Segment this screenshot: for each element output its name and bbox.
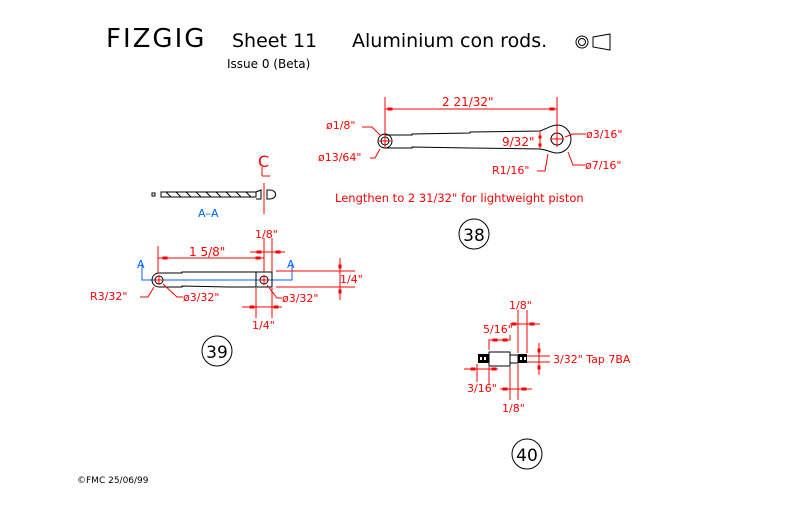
- issue-label: Issue 0 (Beta): [227, 57, 310, 71]
- section-marker-left: A: [137, 258, 145, 271]
- pin-body: [488, 351, 511, 367]
- left-thread: [478, 354, 489, 363]
- part-40-bottom-dim: 1/8": [502, 402, 525, 415]
- part-40-top-dim: 1/8": [509, 299, 532, 312]
- section-marker-right: A: [287, 258, 295, 271]
- part-39-block-length: 1/8": [255, 228, 278, 241]
- part-40-tap: 3/32" Tap 7BA: [553, 353, 631, 366]
- third-angle-projection-icon: [575, 33, 611, 51]
- small-end-boss: [377, 133, 393, 149]
- part-40-number: 40: [516, 446, 538, 466]
- part-38-big-end-hole: ø3/16": [586, 128, 623, 141]
- part-38-rod-width: 9/32": [502, 135, 534, 149]
- part-39-hole-left: ø3/32": [183, 291, 220, 304]
- section-rod: [160, 191, 257, 198]
- sheet-description: Aluminium con rods.: [352, 30, 547, 52]
- part-39-length: 1 5/8": [189, 245, 225, 259]
- part-40-pin: 1/8" 5/16" 3/32" Tap 7BA 3/16" 1/8" 40: [464, 299, 631, 470]
- part-39-end-radius: R3/32": [90, 290, 127, 303]
- part-38-balloon: 38: [458, 218, 490, 250]
- part-38-number: 38: [463, 226, 485, 246]
- part-38-con-rod: 2 21/32" 9/32" ø1/8" ø13/64" ø3/16" ø7/1…: [318, 95, 623, 250]
- part-39-number: 39: [206, 343, 228, 363]
- part-39-height: 1/4": [340, 273, 363, 286]
- part-39-hole-right: ø3/32": [282, 292, 319, 305]
- part-38-small-end-hole: ø1/8": [326, 119, 356, 132]
- part-39-plan-view: A A 1 5/8" 1/8" 1/4": [90, 228, 363, 367]
- sheet-number: Sheet 11: [232, 30, 317, 52]
- part-40-body-length: 5/16": [483, 323, 513, 336]
- part-39-balloon: 39: [201, 335, 233, 367]
- part-38-overall-length: 2 21/32": [442, 95, 494, 109]
- section-label: A–A: [198, 207, 219, 220]
- project-title: FIZGIG: [106, 24, 206, 54]
- rod-outline: [385, 124, 572, 154]
- plan-rod-outline: [151, 271, 257, 288]
- part-39-block-width: 1/4": [252, 319, 275, 332]
- part-40-balloon: 40: [511, 438, 543, 470]
- part-38-fillet-radius: R1/16": [492, 164, 529, 177]
- centre-line-symbol: C: [258, 152, 269, 171]
- part-38-big-end-boss: ø7/16": [585, 159, 622, 172]
- part-38-note: Lengthen to 2 31/32" for lightweight pis…: [335, 191, 584, 205]
- part-40-left-thread: 3/16": [467, 382, 497, 395]
- copyright-notice: ©FMC 25/06/99: [77, 476, 149, 486]
- part-38-small-end-boss: ø13/64": [318, 151, 362, 164]
- part-39-section-view: C A–A: [151, 152, 277, 220]
- right-thread: [518, 354, 527, 363]
